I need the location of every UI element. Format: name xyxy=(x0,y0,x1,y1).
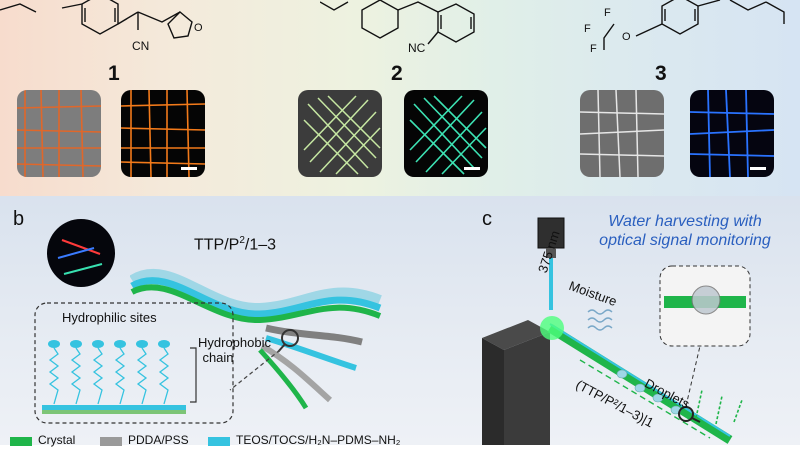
o-label: O xyxy=(622,31,631,43)
f-label-c: F xyxy=(590,43,597,55)
layered-ribbon xyxy=(130,268,382,410)
water-harvesting-title: Water harvesting with optical signal mon… xyxy=(599,213,771,249)
panel-letter-b: b xyxy=(13,208,25,230)
water-harvest-scene xyxy=(482,217,751,445)
legend-label-pdda: PDDA/PSS xyxy=(128,433,189,447)
f-label-a: F xyxy=(604,7,611,19)
legend-swatch-pdda xyxy=(100,437,122,446)
panel-letter-c: c xyxy=(482,208,492,230)
hydrophobic-label: Hydrophobic chain xyxy=(198,335,271,365)
compound-number-1: 1 xyxy=(108,62,120,85)
hydrophilic-label: Hydrophilic sites xyxy=(62,310,157,325)
micrograph-1-fluorescence xyxy=(121,90,205,177)
micrograph-1-brightfield xyxy=(17,90,101,177)
svg-text:O: O xyxy=(194,22,203,34)
scale-bar-3 xyxy=(750,167,766,170)
legend-label-teos: TEOS/TOCS/H₂N–PDMS–NH₂ xyxy=(236,433,401,447)
compound-number-2: 2 xyxy=(391,62,403,85)
legend-swatch-crystal xyxy=(10,437,32,446)
f-label-b: F xyxy=(584,23,591,35)
micrograph-3-brightfield xyxy=(580,90,664,177)
panel-a: CN O NC F F F O 1 2 3 xyxy=(0,0,800,196)
legend-label-crystal: Crystal xyxy=(38,433,76,447)
structure-3: F F F O xyxy=(584,0,785,55)
micrograph-2-brightfield xyxy=(298,90,382,177)
nc-label-2: NC xyxy=(408,41,426,55)
structure-1: CN O xyxy=(0,0,203,53)
scale-bar-2 xyxy=(464,167,480,170)
legend-swatch-teos xyxy=(208,437,230,446)
cn-label-1: CN xyxy=(132,39,149,53)
hydrophilic-inset-box xyxy=(34,302,234,424)
ttp-title: TTP/P2/1–3 xyxy=(194,235,277,254)
micrograph-2-fluorescence xyxy=(404,90,488,177)
micrograph-3-fluorescence xyxy=(690,90,774,177)
scale-bar-1 xyxy=(181,167,197,170)
fluorescence-inset xyxy=(47,219,115,287)
compound-number-3: 3 xyxy=(655,62,667,85)
legend: Crystal PDDA/PSS TEOS/TOCS/H₂N–PDMS–NH₂ xyxy=(0,433,800,449)
structure-2: NC xyxy=(320,0,475,55)
